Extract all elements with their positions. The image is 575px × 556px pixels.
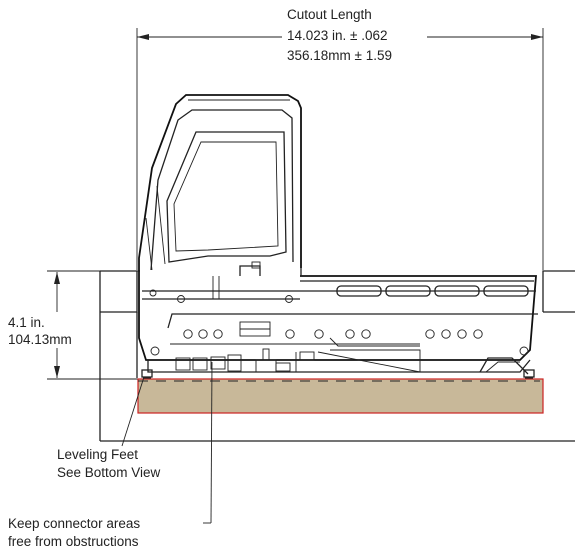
- leveling-foot-left: [141, 369, 153, 379]
- connector-leader: [203, 361, 213, 524]
- height-dimension: [47, 270, 140, 380]
- cutout-length-dimension: [136, 28, 544, 270]
- leveling-feet-label: Leveling Feet: [57, 447, 139, 462]
- scanner-body: [138, 261, 538, 361]
- leveling-foot-right: [523, 369, 535, 379]
- counter-outline: [99, 270, 575, 442]
- cutout-length-inches: 14.023 in. ± .062: [287, 28, 388, 43]
- cutout-length-mm: 356.18mm ± 1.59: [287, 48, 392, 63]
- connector-area: [147, 348, 531, 375]
- leveling-feet-leader: [121, 376, 145, 447]
- cutout-length-title: Cutout Length: [287, 7, 372, 22]
- leveling-feet-sublabel: See Bottom View: [57, 465, 161, 480]
- connector-area-label: Keep connector areas: [8, 516, 141, 531]
- height-mm: 104.13mm: [8, 332, 72, 347]
- height-inches: 4.1 in.: [8, 315, 45, 330]
- scanner-tower: [138, 94, 302, 284]
- connector-clearance-zone: [137, 378, 544, 414]
- connector-area-sublabel: free from obstructions: [8, 534, 139, 549]
